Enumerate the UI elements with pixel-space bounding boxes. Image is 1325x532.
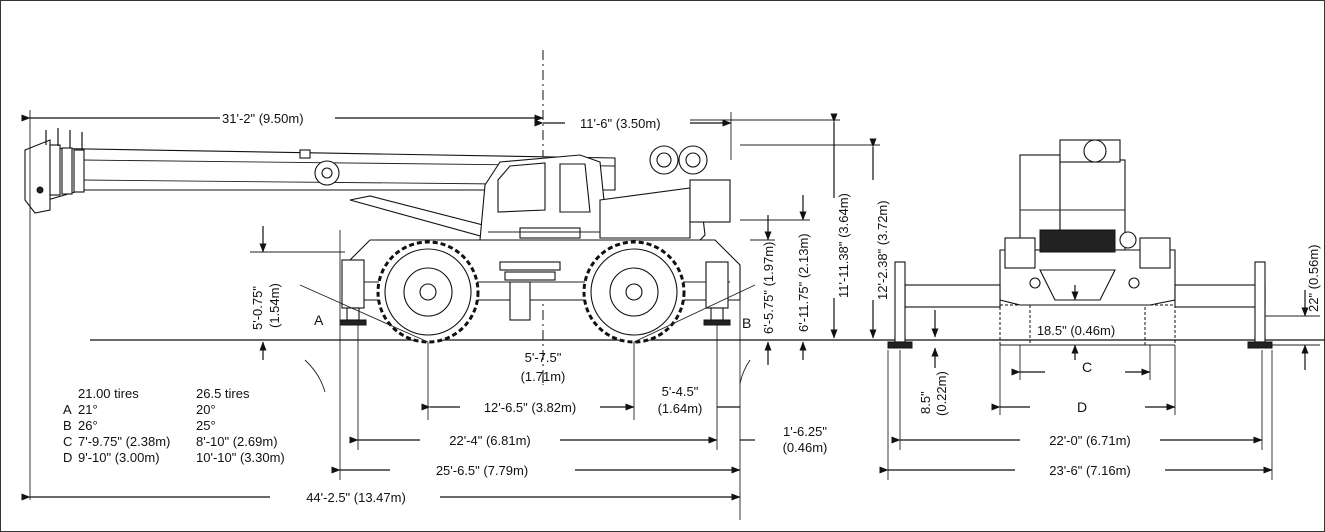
label-angle-b: B <box>742 315 751 331</box>
tire-row-key: B <box>63 418 72 433</box>
tire-row-21: 26° <box>78 418 98 433</box>
dim-front-height: 5'-0.75" <box>250 286 265 330</box>
dim-overall-length: 44'-2.5" (13.47m) <box>306 490 406 505</box>
label-width-c: C <box>1082 359 1092 375</box>
tire-row-key: D <box>63 450 72 465</box>
tire-row-26: 10'-10" (3.30m) <box>196 450 285 465</box>
dim-height-overall: 12'-2.38" (3.72m) <box>875 200 890 300</box>
rear-jack <box>705 261 729 309</box>
dim-center-offset-m: (1.71m) <box>521 369 566 384</box>
dim-rear-overhang: 5'-4.5" <box>662 384 699 399</box>
tire-table: 21.00 tires 26.5 tires A 21° 20° B 26° 2… <box>63 386 285 465</box>
dim-center-offset: 5'-7.5" <box>525 350 562 365</box>
dim-center-to-rear: 11'-6" (3.50m) <box>580 116 661 131</box>
left-outrigger-beam <box>904 284 1001 308</box>
tire-row-26: 20° <box>196 402 216 417</box>
tire-row-key: A <box>63 402 72 417</box>
boom <box>24 128 616 214</box>
rear-tire <box>582 240 686 344</box>
dim-height-cab: 6'-11.75" (2.13m) <box>796 233 811 332</box>
tire-row-26: 8'-10" (2.69m) <box>196 434 278 449</box>
tire-header-26: 26.5 tires <box>196 386 250 401</box>
dim-outrigger-float-m: (0.22m) <box>934 371 949 416</box>
counterweight <box>689 179 731 223</box>
label-angle-a: A <box>314 312 324 328</box>
dim-height-boom-top: 11'-11.38" (3.64m) <box>836 193 851 298</box>
dim-outrigger-spread: 22'-0" (6.71m) <box>1049 433 1131 448</box>
dim-overall-width: 23'-6" (7.16m) <box>1049 463 1131 478</box>
side-view: 31'-2" (9.50m) 11'-6" (3.50m) 11'-11.38"… <box>21 50 1325 520</box>
rear-view: 22" (0.56m) 18.5" (0.46m) 8.5" (0.22m) C… <box>879 139 1321 480</box>
dim-rear-clearance: 22" (0.56m) <box>1306 245 1321 312</box>
tire-row-21: 7'-9.75" (2.38m) <box>78 434 170 449</box>
superstructure <box>479 145 731 241</box>
departure-angle-line <box>633 284 756 343</box>
tire-row-key: C <box>63 434 72 449</box>
dim-height-cab-low: 6'-5.75" (1.97m) <box>761 242 776 334</box>
dim-front-height-m: (1.54m) <box>267 283 282 328</box>
dim-outrigger-extended: 25'-6.5" (7.79m) <box>436 463 528 478</box>
front-jack <box>341 259 365 309</box>
cab-window <box>497 162 546 213</box>
tire-row-26: 25° <box>196 418 216 433</box>
dim-rear-outrigger-m: (0.46m) <box>783 440 828 455</box>
front-tire <box>376 240 480 344</box>
dim-rear-outrigger: 1'-6.25" <box>783 424 827 439</box>
tire-row-21: 21° <box>78 402 98 417</box>
tire-row-21: 9'-10" (3.00m) <box>78 450 160 465</box>
dim-rear-overhang-m: (1.64m) <box>658 401 703 416</box>
dim-boom-to-center: 31'-2" (9.50m) <box>222 111 304 126</box>
tire-header-21: 21.00 tires <box>78 386 139 401</box>
dim-outrigger-float: 8.5" <box>918 391 933 414</box>
right-outrigger-beam <box>1174 284 1266 308</box>
dim-wheelbase: 12'-6.5" (3.82m) <box>484 400 576 415</box>
dim-ground-clearance: 18.5" (0.46m) <box>1037 323 1115 338</box>
dim-outrigger-base: 22'-4" (6.81m) <box>449 433 531 448</box>
approach-angle-line <box>299 284 429 343</box>
label-width-d: D <box>1077 399 1087 415</box>
